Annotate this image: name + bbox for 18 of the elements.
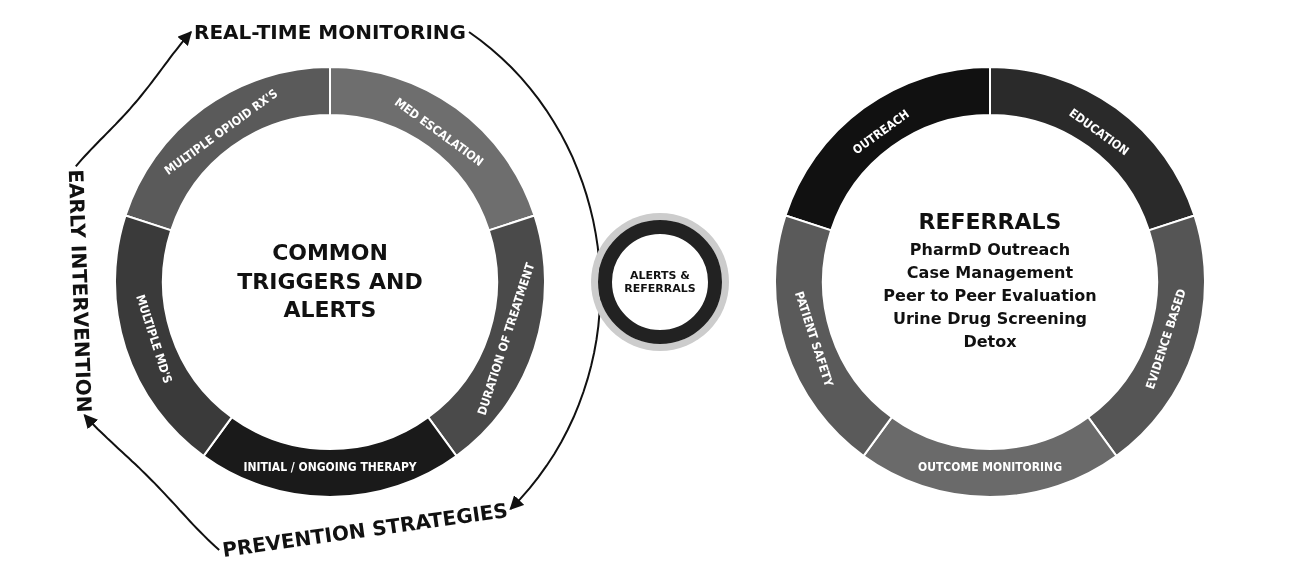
ring-title: COMMON TRIGGERS AND ALERTS: [236, 239, 424, 325]
hub-label: ALERTS & REFERRALS: [623, 269, 697, 295]
cycle-ring: [775, 67, 1205, 497]
list-item: Peer to Peer Evaluation: [883, 286, 1097, 305]
cycle-ring: [115, 67, 545, 497]
arrow: [468, 31, 602, 511]
cycle-label: REAL-TIME MONITORING: [194, 20, 466, 44]
ring-title: REFERRALS: [917, 209, 1063, 234]
list-item: Detox: [962, 332, 1018, 351]
cycle-label: PREVENTION STRATEGIES: [220, 497, 510, 562]
arrow: [74, 30, 192, 168]
list-item: PharmD Outreach: [908, 240, 1072, 259]
segment-label: INITIAL / ONGOING THERAPY: [243, 460, 417, 474]
arrow: [83, 414, 221, 551]
list-item: Case Management: [905, 263, 1075, 282]
list-item: Urine Drug Screening: [891, 309, 1089, 328]
segment-label: OUTCOME MONITORING: [918, 460, 1062, 474]
cycle-label: EARLY INTERVENTION: [63, 168, 97, 413]
